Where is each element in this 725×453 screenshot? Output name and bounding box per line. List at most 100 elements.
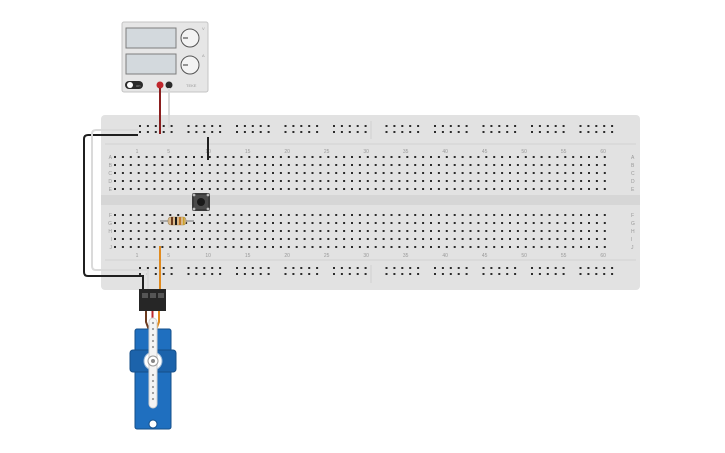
breadboard-hole[interactable] — [588, 156, 590, 158]
rail-hole[interactable] — [538, 273, 541, 275]
breadboard-hole[interactable] — [193, 214, 195, 216]
breadboard-hole[interactable] — [358, 188, 361, 190]
resistor[interactable] — [160, 216, 194, 226]
breadboard-hole[interactable] — [216, 222, 219, 224]
breadboard-hole[interactable] — [232, 188, 235, 190]
breadboard-hole[interactable] — [232, 180, 235, 182]
breadboard-hole[interactable] — [114, 246, 116, 248]
breadboard-hole[interactable] — [461, 172, 464, 174]
breadboard-hole[interactable] — [532, 180, 535, 182]
breadboard-hole[interactable] — [453, 172, 456, 174]
breadboard-hole[interactable] — [264, 156, 267, 158]
breadboard-hole[interactable] — [295, 230, 298, 232]
rail-hole[interactable] — [611, 267, 614, 269]
breadboard-hole[interactable] — [509, 214, 511, 216]
breadboard-hole[interactable] — [422, 172, 425, 174]
breadboard-hole[interactable] — [287, 156, 290, 158]
breadboard-hole[interactable] — [461, 188, 464, 190]
breadboard-hole[interactable] — [343, 180, 346, 182]
breadboard-hole[interactable] — [509, 180, 511, 182]
breadboard-hole[interactable] — [366, 222, 369, 224]
breadboard-hole[interactable] — [303, 188, 306, 190]
rail-hole[interactable] — [219, 131, 222, 133]
breadboard-hole[interactable] — [327, 238, 330, 240]
rail-hole[interactable] — [316, 125, 319, 127]
breadboard-hole[interactable] — [445, 156, 448, 158]
breadboard-hole[interactable] — [461, 222, 464, 224]
breadboard-hole[interactable] — [485, 222, 488, 224]
breadboard-hole[interactable] — [153, 172, 156, 174]
rail-hole[interactable] — [203, 131, 206, 133]
breadboard-hole[interactable] — [169, 164, 172, 166]
breadboard-hole[interactable] — [366, 172, 369, 174]
breadboard-hole[interactable] — [580, 214, 583, 216]
rail-hole[interactable] — [139, 125, 141, 127]
breadboard-hole[interactable] — [224, 214, 227, 216]
breadboard-hole[interactable] — [319, 238, 322, 240]
breadboard-hole[interactable] — [366, 188, 369, 190]
rail-hole[interactable] — [506, 131, 509, 133]
rail-hole[interactable] — [587, 125, 590, 127]
breadboard-hole[interactable] — [374, 188, 377, 190]
breadboard-hole[interactable] — [216, 188, 219, 190]
rail-hole[interactable] — [611, 273, 614, 275]
rail-hole[interactable] — [187, 131, 190, 133]
rail-hole[interactable] — [579, 267, 582, 269]
rail-hole[interactable] — [259, 131, 262, 133]
breadboard-hole[interactable] — [382, 222, 385, 224]
breadboard-hole[interactable] — [327, 246, 330, 248]
breadboard-hole[interactable] — [256, 188, 259, 190]
breadboard-hole[interactable] — [343, 222, 346, 224]
breadboard-hole[interactable] — [398, 172, 401, 174]
rail-hole[interactable] — [300, 267, 303, 269]
rail-hole[interactable] — [154, 125, 157, 127]
breadboard-hole[interactable] — [374, 246, 377, 248]
breadboard-hole[interactable] — [351, 238, 353, 240]
breadboard-hole[interactable] — [469, 246, 472, 248]
breadboard-hole[interactable] — [532, 222, 535, 224]
breadboard-hole[interactable] — [461, 246, 464, 248]
breadboard-hole[interactable] — [185, 164, 188, 166]
breadboard-hole[interactable] — [145, 238, 148, 240]
rail-hole[interactable] — [364, 273, 367, 275]
rail-hole[interactable] — [393, 267, 396, 269]
breadboard-hole[interactable] — [279, 238, 282, 240]
breadboard-hole[interactable] — [264, 188, 267, 190]
rail-hole[interactable] — [300, 273, 303, 275]
breadboard-hole[interactable] — [572, 156, 575, 158]
breadboard-hole[interactable] — [414, 238, 417, 240]
rail-hole[interactable] — [434, 131, 436, 133]
breadboard-hole[interactable] — [358, 238, 361, 240]
breadboard-hole[interactable] — [248, 188, 251, 190]
breadboard-hole[interactable] — [161, 180, 164, 182]
breadboard-hole[interactable] — [177, 230, 180, 232]
rail-hole[interactable] — [457, 267, 460, 269]
rail-hole[interactable] — [385, 125, 388, 127]
breadboard-hole[interactable] — [216, 156, 219, 158]
breadboard-hole[interactable] — [137, 164, 140, 166]
white-servo-wire[interactable] — [91, 129, 149, 292]
breadboard-hole[interactable] — [366, 246, 369, 248]
breadboard-hole[interactable] — [335, 246, 338, 248]
breadboard-hole[interactable] — [588, 164, 590, 166]
rail-hole[interactable] — [187, 267, 190, 269]
rail-hole[interactable] — [531, 273, 533, 275]
breadboard-hole[interactable] — [177, 246, 180, 248]
breadboard-hole[interactable] — [264, 246, 267, 248]
breadboard-hole[interactable] — [572, 164, 575, 166]
breadboard-hole[interactable] — [524, 246, 527, 248]
rail-hole[interactable] — [340, 125, 343, 127]
rail-hole[interactable] — [465, 267, 468, 269]
breadboard-hole[interactable] — [540, 246, 543, 248]
breadboard-hole[interactable] — [366, 164, 369, 166]
breadboard-hole[interactable] — [382, 214, 385, 216]
breadboard-hole[interactable] — [153, 246, 156, 248]
breadboard-hole[interactable] — [445, 164, 448, 166]
breadboard-hole[interactable] — [406, 230, 409, 232]
breadboard-hole[interactable] — [177, 164, 180, 166]
breadboard-hole[interactable] — [461, 180, 464, 182]
breadboard-hole[interactable] — [445, 214, 448, 216]
rail-hole[interactable] — [514, 273, 517, 275]
breadboard-hole[interactable] — [382, 180, 385, 182]
breadboard-hole[interactable] — [129, 164, 132, 166]
